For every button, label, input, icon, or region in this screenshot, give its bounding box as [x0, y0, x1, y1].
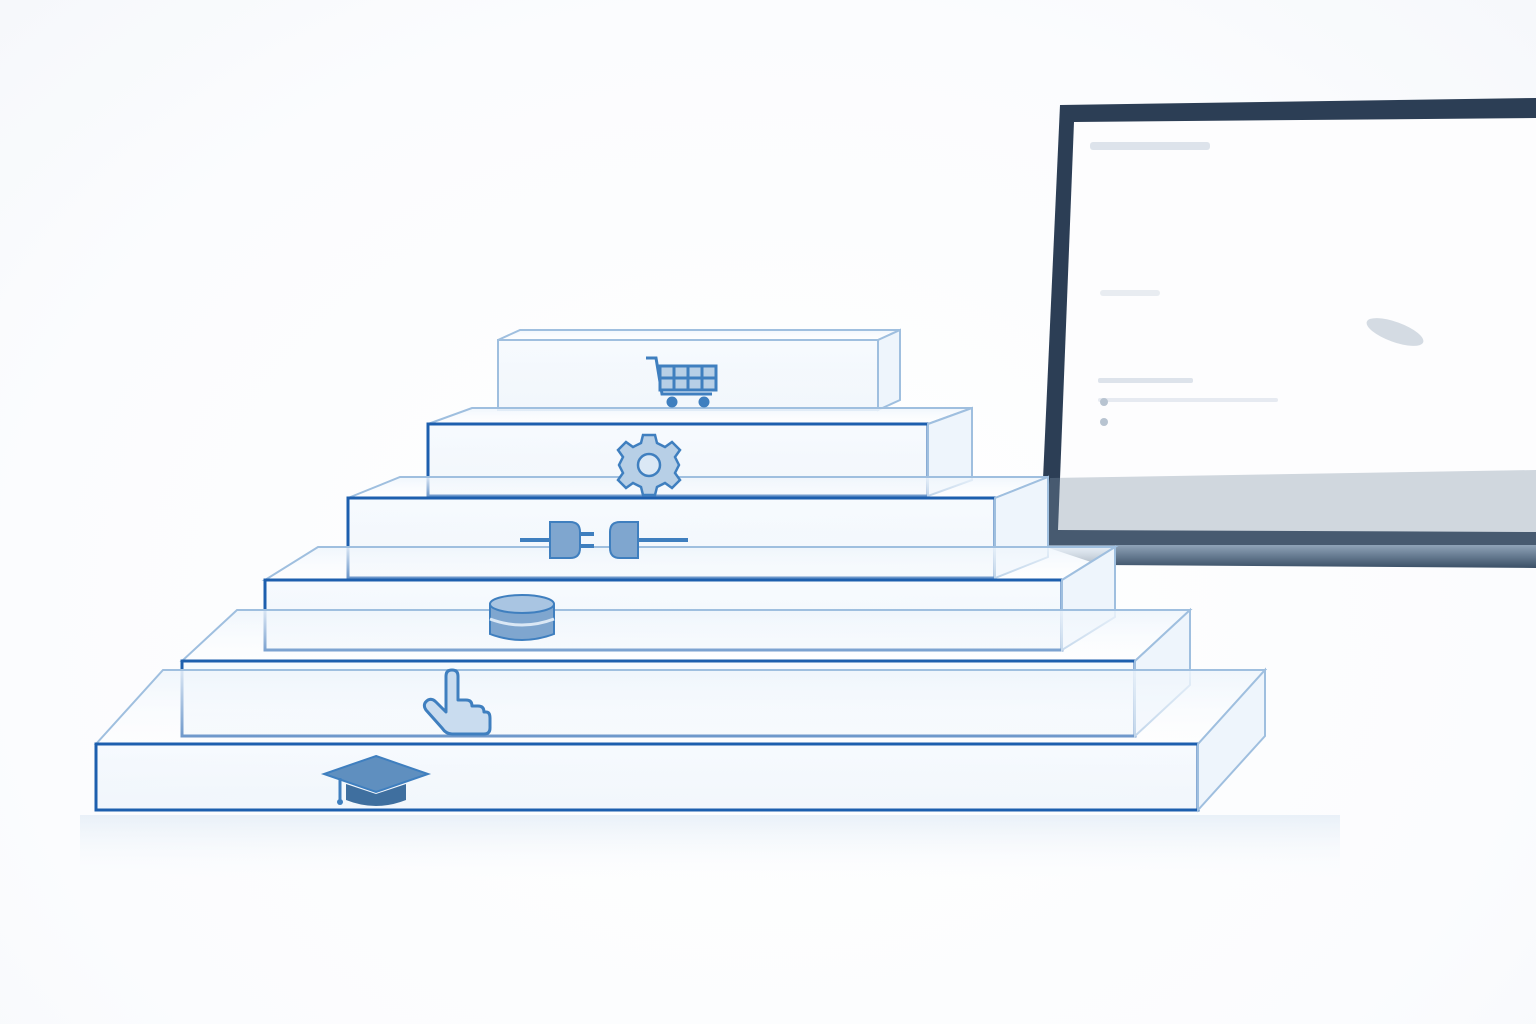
step-1	[93, 667, 1268, 813]
graduation-cap-icon	[320, 754, 432, 806]
pointer-hand-icon	[422, 668, 492, 736]
floor-reflection	[80, 815, 1340, 885]
gear-icon	[616, 433, 682, 497]
shopping-cart-icon	[646, 356, 718, 408]
plug-connector-icon	[520, 521, 688, 559]
database-icon	[489, 594, 555, 641]
laptop-icon	[1040, 98, 1536, 568]
